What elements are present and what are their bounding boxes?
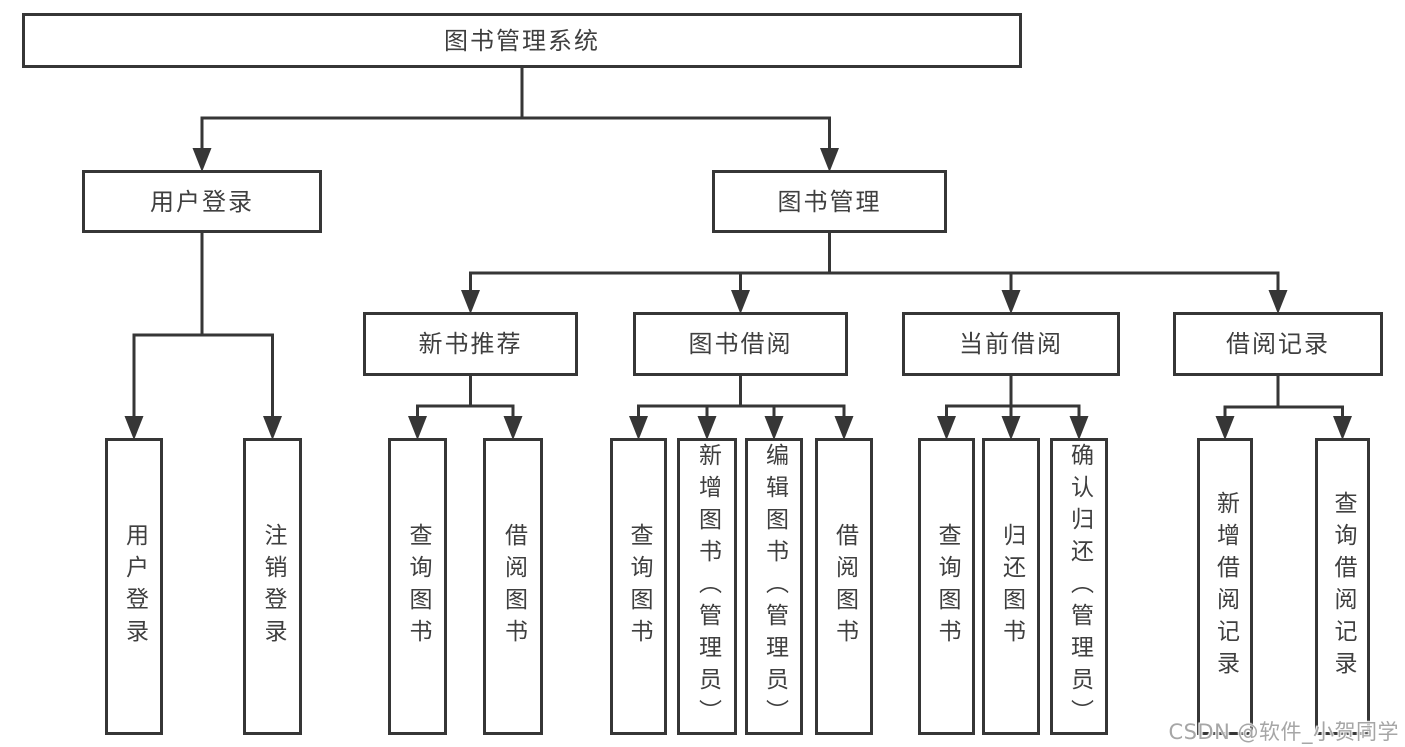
node-leaf-logout: 注销登录 <box>243 438 302 735</box>
node-label-leaf-user-login: 用户登录 <box>121 522 148 651</box>
node-label-leaf-current-query-book: 查询图书 <box>934 522 960 651</box>
node-current-borrowing: 当前借阅 <box>902 312 1120 376</box>
node-label-book-management: 图书管理 <box>777 187 882 216</box>
node-leaf-borrow-query-book: 查询图书 <box>610 438 667 735</box>
node-leaf-current-return-book: 归还图书 <box>982 438 1040 735</box>
node-borrowing-records: 借阅记录 <box>1173 312 1383 376</box>
node-leaf-recommend-borrow-book: 借阅图书 <box>483 438 543 735</box>
node-label-leaf-records-add-record: 新增借阅记录 <box>1212 490 1239 683</box>
node-label-current-borrowing: 当前借阅 <box>959 330 1063 358</box>
node-label-leaf-logout: 注销登录 <box>260 522 286 651</box>
node-label-leaf-current-confirm-return: 确认归还（管理员） <box>1066 442 1093 731</box>
node-label-leaf-current-return-book: 归还图书 <box>998 522 1025 651</box>
node-leaf-user-login: 用户登录 <box>105 438 163 735</box>
node-library-system: 图书管理系统 <box>22 13 1022 68</box>
node-new-book-recommend: 新书推荐 <box>363 312 578 376</box>
node-label-book-borrowing: 图书借阅 <box>688 330 793 358</box>
node-leaf-borrow-borrow-book: 借阅图书 <box>815 438 873 735</box>
node-label-library-system: 图书管理系统 <box>444 26 600 55</box>
node-leaf-current-confirm-return: 确认归还（管理员） <box>1050 438 1108 735</box>
node-leaf-recommend-query-book: 查询图书 <box>388 438 447 735</box>
node-leaf-records-query-record: 查询借阅记录 <box>1315 438 1370 735</box>
node-book-borrowing: 图书借阅 <box>633 312 848 376</box>
node-leaf-records-add-record: 新增借阅记录 <box>1197 438 1253 735</box>
node-leaf-borrow-edit-book: 编辑图书（管理员） <box>745 438 803 735</box>
node-label-user-login: 用户登录 <box>150 187 254 216</box>
node-label-leaf-borrow-query-book: 查询图书 <box>626 522 652 651</box>
node-label-borrowing-records: 借阅记录 <box>1226 330 1330 358</box>
node-leaf-borrow-add-book: 新增图书（管理员） <box>677 438 737 735</box>
node-book-management: 图书管理 <box>712 170 947 233</box>
node-label-new-book-recommend: 新书推荐 <box>418 330 523 358</box>
node-user-login: 用户登录 <box>82 170 322 233</box>
node-label-leaf-records-query-record: 查询借阅记录 <box>1330 490 1356 683</box>
watermark: CSDN @软件_小贺同学 <box>1168 720 1399 744</box>
node-label-leaf-borrow-borrow-book: 借阅图书 <box>831 522 858 651</box>
node-leaf-current-query-book: 查询图书 <box>918 438 975 735</box>
node-label-leaf-borrow-add-book: 新增图书（管理员） <box>694 442 721 731</box>
node-label-leaf-recommend-borrow-book: 借阅图书 <box>500 522 527 651</box>
node-label-leaf-borrow-edit-book: 编辑图书（管理员） <box>761 442 788 731</box>
node-label-leaf-recommend-query-book: 查询图书 <box>405 522 431 651</box>
